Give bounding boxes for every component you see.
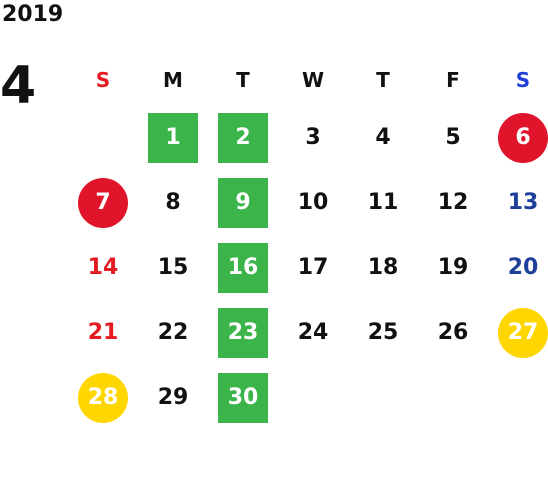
- day-number: 7: [78, 177, 128, 228]
- day-cell-6[interactable]: 6: [488, 105, 548, 170]
- day-cell-2[interactable]: 2: [208, 105, 278, 170]
- day-cell-10[interactable]: 10: [297, 190, 329, 215]
- day-number: 27: [498, 307, 548, 358]
- year-label: 2019: [2, 2, 64, 27]
- month-number: 4: [0, 56, 37, 116]
- day-cell-29[interactable]: 29: [157, 385, 189, 410]
- day-cell-empty: [68, 105, 138, 170]
- day-number: 9: [218, 177, 268, 228]
- day-cell-14[interactable]: 14: [87, 255, 119, 280]
- day-number: 28: [78, 372, 128, 423]
- day-cell-9[interactable]: 9: [208, 170, 278, 235]
- day-cell-28[interactable]: 28: [68, 365, 138, 430]
- weekday-header-wed: W: [301, 68, 325, 92]
- day-number: 23: [218, 307, 268, 358]
- day-cell-27[interactable]: 27: [488, 300, 548, 365]
- weekday-header-tue: T: [236, 68, 250, 92]
- day-cell-30[interactable]: 30: [208, 365, 278, 430]
- day-cell-17[interactable]: 17: [297, 255, 329, 280]
- day-number: 6: [498, 112, 548, 163]
- day-cell-26[interactable]: 26: [437, 320, 469, 345]
- day-cell-24[interactable]: 24: [297, 320, 329, 345]
- day-cell-1[interactable]: 1: [138, 105, 208, 170]
- day-cell-13[interactable]: 13: [507, 190, 539, 215]
- day-number: 16: [218, 242, 268, 293]
- weekday-header-thu: T: [376, 68, 390, 92]
- day-cell-12[interactable]: 12: [437, 190, 469, 215]
- day-cell-5[interactable]: 5: [445, 125, 461, 150]
- calendar-grid: S M T W T F S 1 2 3 4 5 6 7 8 9 10 11 12…: [68, 55, 548, 430]
- day-cell-23[interactable]: 23: [208, 300, 278, 365]
- day-cell-8[interactable]: 8: [165, 190, 181, 215]
- day-cell-19[interactable]: 19: [437, 255, 469, 280]
- day-cell-7[interactable]: 7: [68, 170, 138, 235]
- day-cell-empty: [488, 365, 548, 430]
- day-cell-4[interactable]: 4: [375, 125, 391, 150]
- weekday-header-sat: S: [515, 68, 531, 92]
- day-number: 1: [148, 112, 198, 163]
- day-number: 2: [218, 112, 268, 163]
- day-cell-16[interactable]: 16: [208, 235, 278, 300]
- weekday-header-mon: M: [163, 68, 183, 92]
- day-cell-15[interactable]: 15: [157, 255, 189, 280]
- day-cell-21[interactable]: 21: [87, 320, 119, 345]
- day-cell-25[interactable]: 25: [367, 320, 399, 345]
- day-cell-empty: [278, 365, 348, 430]
- day-cell-empty: [348, 365, 418, 430]
- day-number: 30: [218, 372, 268, 423]
- weekday-header-fri: F: [446, 68, 460, 92]
- day-cell-20[interactable]: 20: [507, 255, 539, 280]
- day-cell-3[interactable]: 3: [305, 125, 321, 150]
- day-cell-empty: [418, 365, 488, 430]
- day-cell-11[interactable]: 11: [367, 190, 399, 215]
- day-cell-18[interactable]: 18: [367, 255, 399, 280]
- day-cell-22[interactable]: 22: [157, 320, 189, 345]
- weekday-header-sun: S: [95, 68, 111, 92]
